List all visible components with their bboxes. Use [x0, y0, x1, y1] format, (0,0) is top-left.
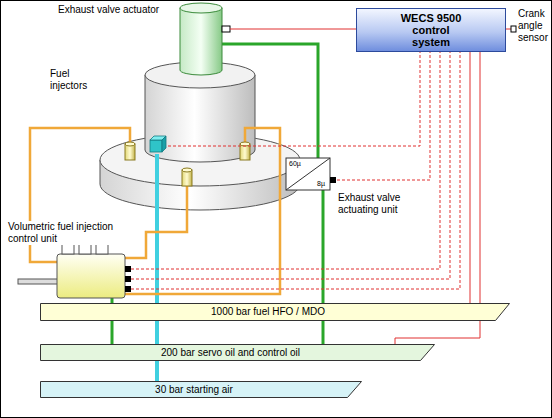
crank-angle-sensor — [511, 26, 516, 32]
fuel-injector — [125, 142, 250, 186]
starting-air-rail: 30 bar starting air — [40, 381, 362, 398]
volumetric-unit — [96, 244, 108, 254]
actuating-unit — [286, 158, 330, 190]
part-label: Exhaust valve actuator — [58, 4, 159, 16]
servo-oil-pipe — [112, 44, 323, 344]
volumetric-unit — [18, 279, 58, 284]
exhaust-valve-actuator — [180, 3, 222, 13]
control-wire — [336, 50, 430, 180]
control-wire — [506, 29, 511, 30]
rail-label: 1000 bar fuel HFO / MDO — [40, 303, 510, 321]
actuating-unit — [330, 177, 336, 183]
control-wire — [131, 50, 460, 289]
exhaust-valve-actuator — [180, 8, 222, 75]
fuel-injector — [125, 142, 135, 146]
volumetric-unit — [57, 254, 125, 298]
starting-air-valve — [150, 136, 166, 152]
crank-angle-sensor — [511, 26, 516, 32]
valve-housing — [145, 62, 255, 162]
rail-band — [41, 304, 510, 321]
exhaust-valve-actuator — [180, 3, 230, 75]
part-label: Volumetric fuel injection control unit — [8, 221, 133, 245]
starting-air-valve — [150, 140, 162, 152]
fuel-rail: 1000 bar fuel HFO / MDO — [40, 303, 510, 321]
sensor-label: Crank angle sensor — [518, 8, 549, 44]
volumetric-unit — [125, 276, 131, 282]
fuel-injector — [182, 168, 192, 172]
rail-label: 30 bar starting air — [40, 381, 362, 398]
filter-rating: 60µ — [289, 160, 301, 168]
control-system-box: WECS 9500 control system — [356, 8, 506, 52]
rail-band — [41, 345, 435, 361]
actuating-unit — [286, 158, 330, 190]
servo-oil-rail: 200 bar servo oil and control oil — [40, 344, 435, 361]
control-wire — [131, 29, 511, 289]
fuel-pipe — [125, 186, 187, 258]
control-wire — [131, 50, 440, 269]
control-wire — [230, 29, 356, 30]
control-wire — [166, 50, 420, 146]
part-label: Exhaust valve actuating unit — [338, 192, 414, 216]
exhaust-valve-actuator — [222, 26, 230, 32]
volumetric-unit — [125, 266, 131, 272]
volumetric-unit — [18, 244, 131, 298]
rail-label: 200 bar servo oil and control oil — [40, 344, 435, 361]
filter-rating: 8µ — [317, 180, 325, 188]
rail-band — [41, 382, 362, 398]
starting-air-valve — [162, 136, 166, 152]
volumetric-unit — [125, 286, 131, 292]
control-wire — [470, 52, 471, 303]
volumetric-unit — [79, 244, 91, 254]
volumetric-unit — [62, 244, 74, 254]
control-wire — [131, 50, 450, 279]
servo-oil-pipe — [222, 44, 318, 158]
box-label: WECS 9500 control system — [395, 12, 467, 48]
actuating-unit — [286, 158, 336, 190]
fuel-injector — [240, 142, 250, 146]
part-label: Fuel injectors — [50, 68, 105, 92]
